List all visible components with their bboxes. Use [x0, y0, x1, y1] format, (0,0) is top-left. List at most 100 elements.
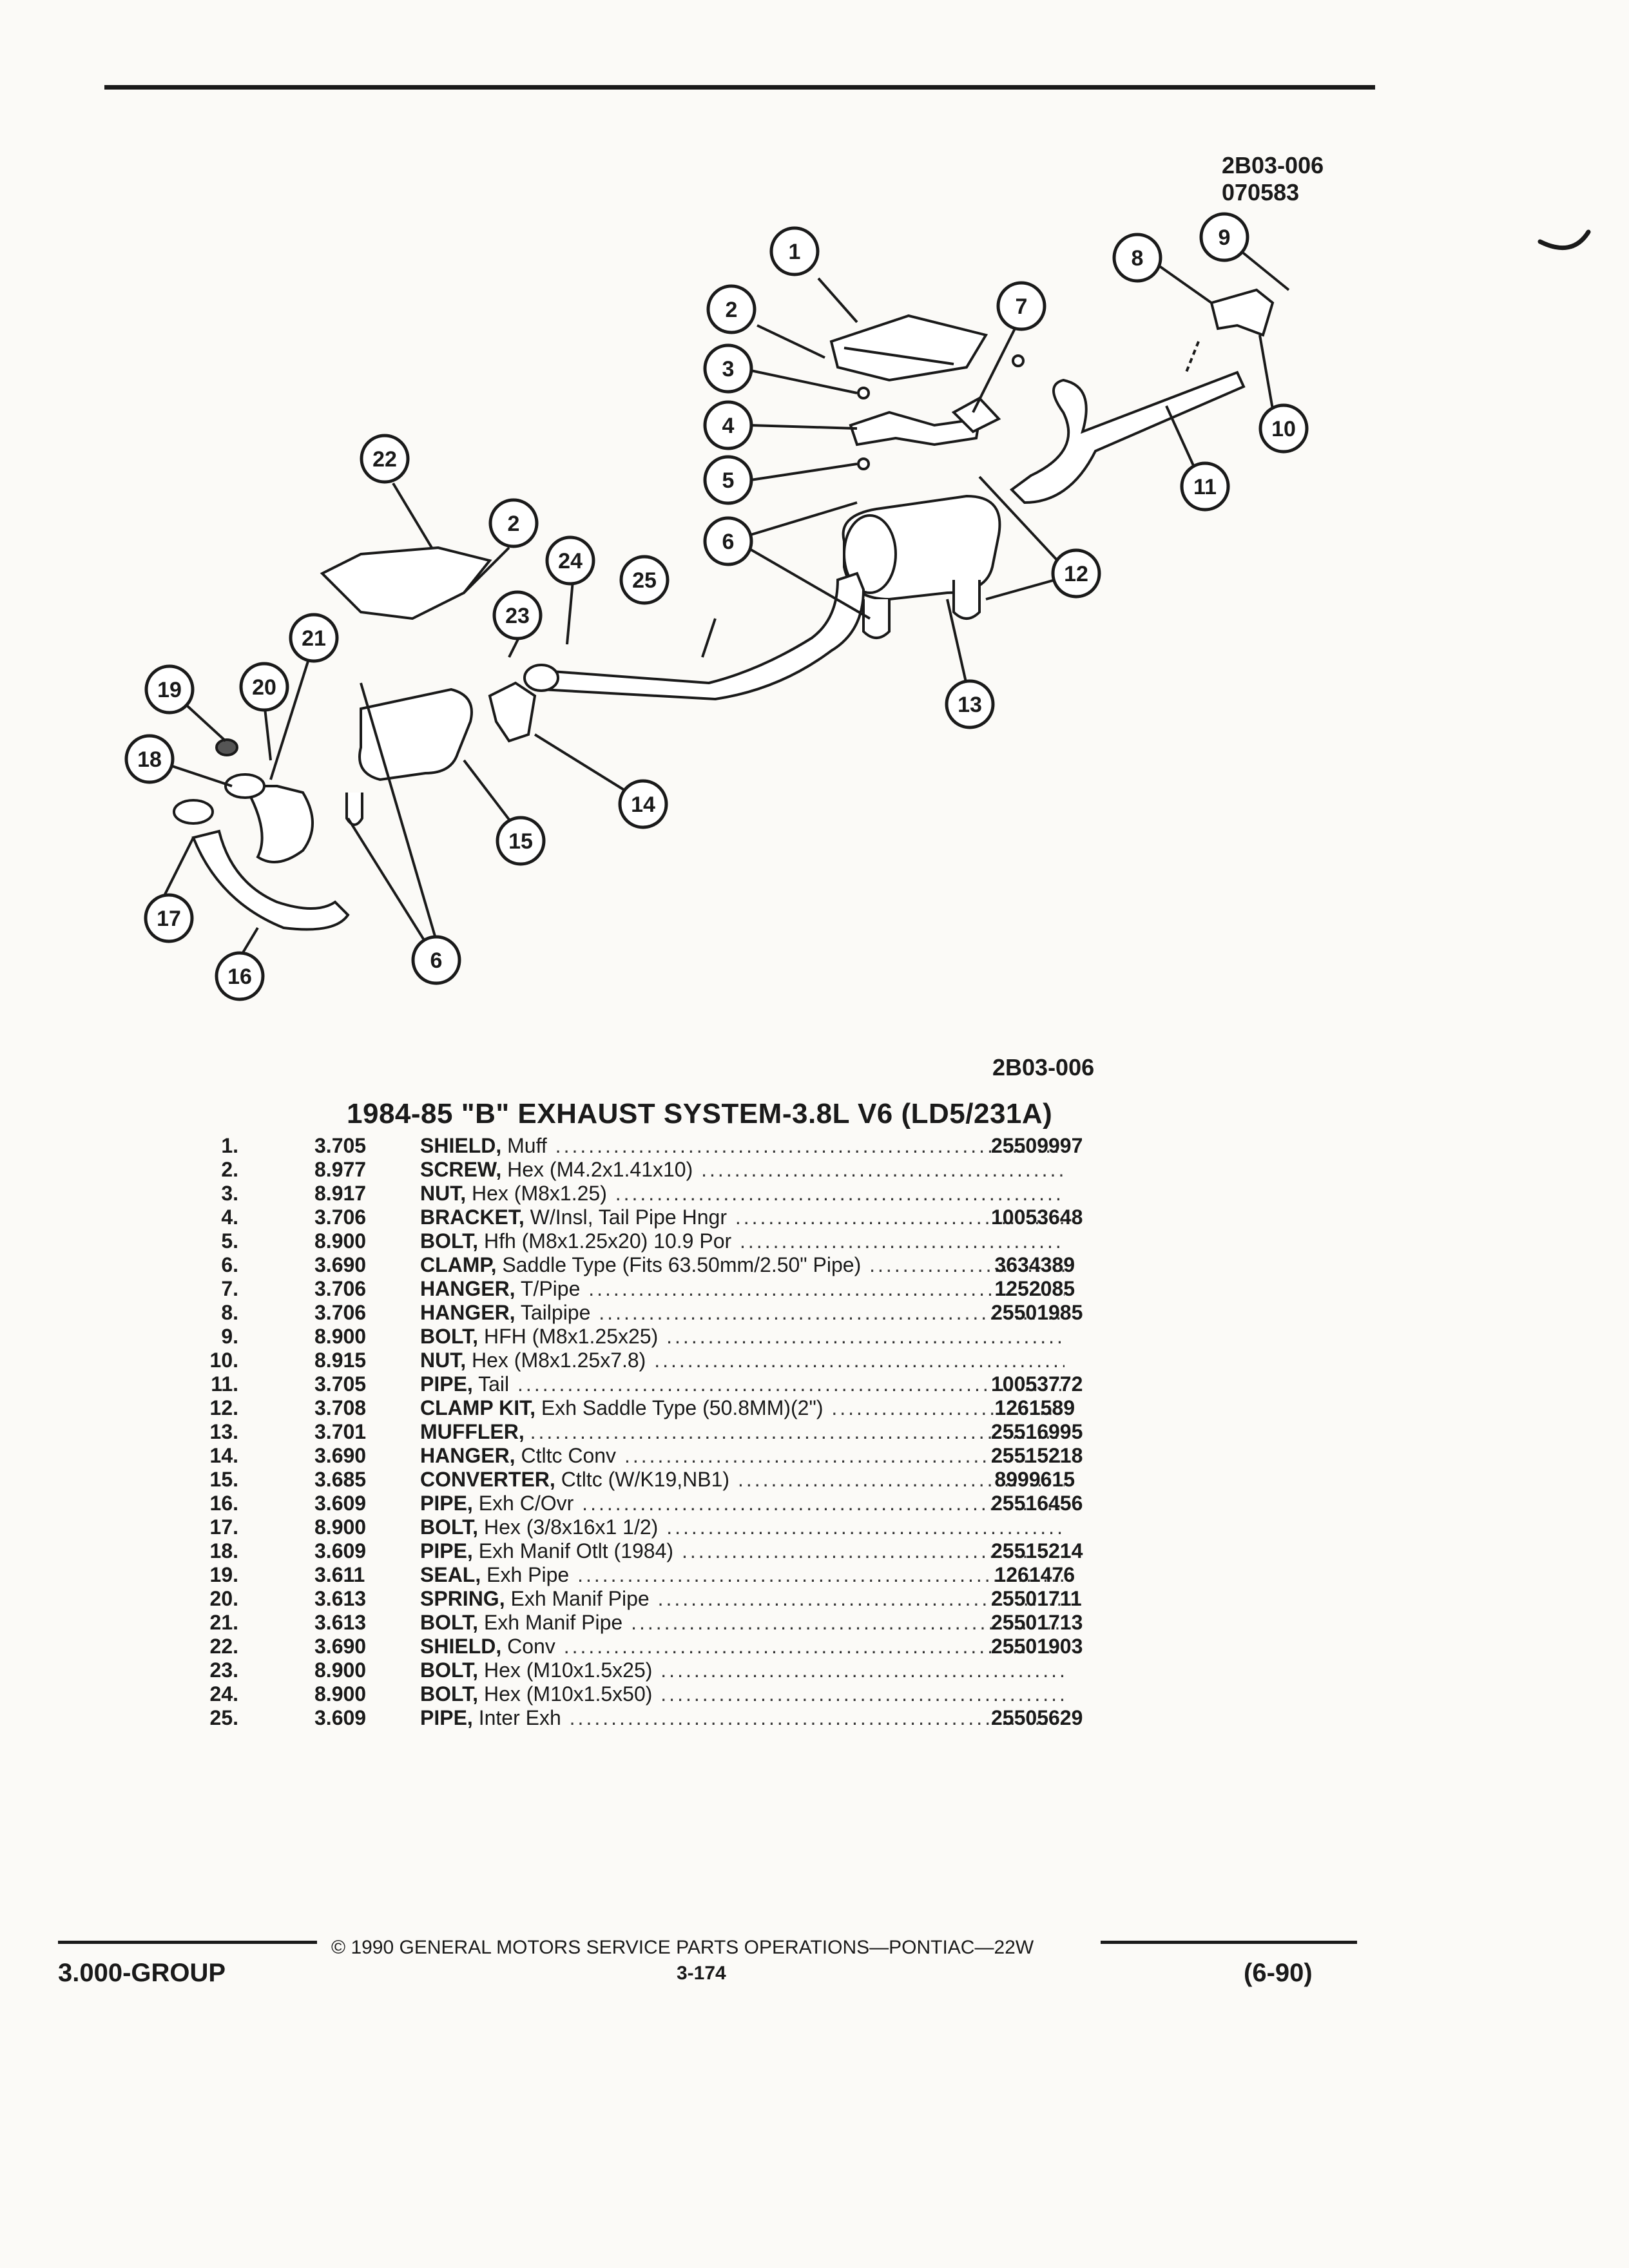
svg-text:17: 17 — [157, 907, 181, 931]
group-number: 3.706 — [314, 1301, 367, 1324]
drawing-date-code: 070583 — [1222, 179, 1300, 206]
part-name: BRACKET, — [420, 1206, 525, 1229]
item-number: 2. — [221, 1158, 238, 1181]
part-name: HANGER, — [420, 1277, 516, 1300]
callout-19: 19 — [144, 664, 195, 715]
exhaust-system-diagram: 1 2 3 4 5 6 7 8 9 10 11 12 13 14 15 16 1… — [124, 212, 1591, 1001]
callout-15: 15 — [496, 816, 546, 866]
group-number: 3.705 — [314, 1372, 367, 1396]
callout-17: 17 — [144, 893, 194, 943]
part-description: SHIELD, Muff ...........................… — [420, 1134, 1065, 1158]
group-number: 8.915 — [314, 1349, 367, 1372]
callout-4: 4 — [703, 400, 753, 450]
table-row: 21. 3.613 BOLT, Exh Manif Pipe ...........… — [193, 1611, 1224, 1635]
callout-20: 20 — [239, 662, 289, 712]
part-number: 8999615 — [994, 1468, 1075, 1491]
svg-text:14: 14 — [631, 793, 655, 817]
leader-dots: ........................................… — [577, 1563, 1065, 1586]
leader-dots: ........................................… — [615, 1182, 1065, 1205]
leader-dots: ........................................… — [869, 1253, 1065, 1276]
part-name: SHIELD, — [420, 1635, 502, 1658]
leader-dots: ........................................… — [735, 1206, 1065, 1229]
part-description: CLAMP KIT, Exh Saddle Type (50.8MM)(2") … — [420, 1396, 1065, 1420]
part-number: 25501903 — [991, 1635, 1083, 1658]
part-name: SPRING, — [420, 1587, 505, 1610]
leader-dots: ........................................… — [588, 1277, 1065, 1300]
part-spec: Saddle Type (Fits 63.50mm/2.50" Pipe) — [502, 1253, 862, 1276]
svg-text:13: 13 — [958, 693, 982, 717]
callout-7: 7 — [996, 281, 1046, 331]
group-number: 3.705 — [314, 1134, 367, 1157]
part-description: MUFFLER, ...............................… — [420, 1420, 1065, 1444]
group-number: 3.690 — [314, 1444, 367, 1467]
part-description: CONVERTER, Ctltc (W/K19,NB1) ...........… — [420, 1468, 1065, 1492]
group-number: 3.685 — [314, 1468, 367, 1491]
part-description: PIPE, Exh Manif Otlt (1984) ............… — [420, 1539, 1065, 1563]
part-description: HANGER, Ctltc Conv .....................… — [420, 1444, 1065, 1468]
callout-1: 1 — [769, 226, 820, 276]
group-number: 3.613 — [314, 1611, 367, 1634]
item-number: 21. — [209, 1611, 238, 1634]
part-name: BOLT, — [420, 1682, 479, 1706]
page-number: 3-174 — [677, 1963, 726, 1984]
part-description: SEAL, Exh Pipe .........................… — [420, 1563, 1065, 1587]
part-name: MUFFLER, — [420, 1420, 525, 1443]
saddle-clamp-u-bolt-1 — [862, 599, 891, 639]
part-number: 3634389 — [994, 1253, 1075, 1276]
part-spec: Hex (3/8x16x1 1/2) — [483, 1515, 659, 1539]
part-spec: Exh Manif Pipe — [510, 1587, 650, 1610]
part-spec: Hex (M4.2x1.41x10) — [507, 1158, 693, 1181]
leader-dots: ........................................… — [582, 1492, 1065, 1515]
converter-hanger — [488, 681, 537, 743]
callout-24: 24 — [545, 535, 595, 586]
table-row: 14. 3.690 HANGER, Ctltc Conv .............… — [193, 1444, 1224, 1468]
callout-2: 2 — [706, 284, 757, 334]
group-number: 8.900 — [314, 1229, 367, 1253]
part-spec: Hex (M8x1.25x7.8) — [472, 1349, 646, 1372]
callout-2-lower: 2 — [488, 498, 539, 548]
item-number: 6. — [221, 1253, 238, 1276]
part-name: HANGER, — [420, 1444, 516, 1467]
item-number: 23. — [209, 1658, 238, 1682]
bolt-5 — [857, 457, 870, 470]
leader-dots: ........................................… — [530, 1420, 1065, 1443]
intermediate-pipe — [533, 572, 865, 701]
part-description: CLAMP, Saddle Type (Fits 63.50mm/2.50" P… — [420, 1253, 1065, 1277]
part-description: BRACKET, W/Insl, Tail Pipe Hngr ........… — [420, 1206, 1065, 1229]
part-spec: HFH (M8x1.25x25) — [483, 1325, 659, 1348]
item-number: 14. — [209, 1444, 238, 1467]
svg-text:21: 21 — [302, 626, 326, 651]
diagram-code: 2B03-006 — [992, 1054, 1095, 1081]
part-description: PIPE, Tail .............................… — [420, 1372, 1065, 1396]
part-spec: Exh Pipe — [487, 1563, 570, 1586]
flange-intermediate — [523, 664, 559, 692]
part-description: HANGER, Tailpipe .......................… — [420, 1301, 1065, 1325]
part-name: CLAMP KIT, — [420, 1396, 535, 1419]
part-name: CONVERTER, — [420, 1468, 555, 1491]
tail-pipe — [1009, 370, 1246, 505]
part-spec: Hex (M10x1.5x50) — [483, 1682, 653, 1706]
part-spec: T/Pipe — [520, 1277, 581, 1300]
item-number: 3. — [221, 1182, 238, 1205]
part-name: PIPE, — [420, 1492, 473, 1515]
part-spec: Ctltc Conv — [521, 1444, 617, 1467]
group-number: 8.900 — [314, 1325, 367, 1348]
part-description: BOLT, Exh Manif Pipe ...................… — [420, 1611, 1065, 1635]
exhaust-pipe-seal — [215, 738, 238, 756]
part-number: 25501713 — [991, 1611, 1083, 1634]
part-number: 25501985 — [991, 1301, 1083, 1324]
svg-text:20: 20 — [252, 675, 276, 700]
part-number: 10053772 — [991, 1372, 1083, 1396]
parts-table-title: 1984-85 "B" EXHAUST SYSTEM-3.8L V6 (LD5/… — [347, 1098, 1053, 1129]
part-number: 25516995 — [991, 1420, 1083, 1443]
part-name: BOLT, — [420, 1515, 479, 1539]
item-number: 15. — [209, 1468, 238, 1491]
part-name: CLAMP, — [420, 1253, 497, 1276]
part-spec: Hex (M10x1.5x25) — [483, 1658, 653, 1682]
svg-text:18: 18 — [137, 747, 162, 772]
part-number: 1261476 — [994, 1563, 1075, 1586]
